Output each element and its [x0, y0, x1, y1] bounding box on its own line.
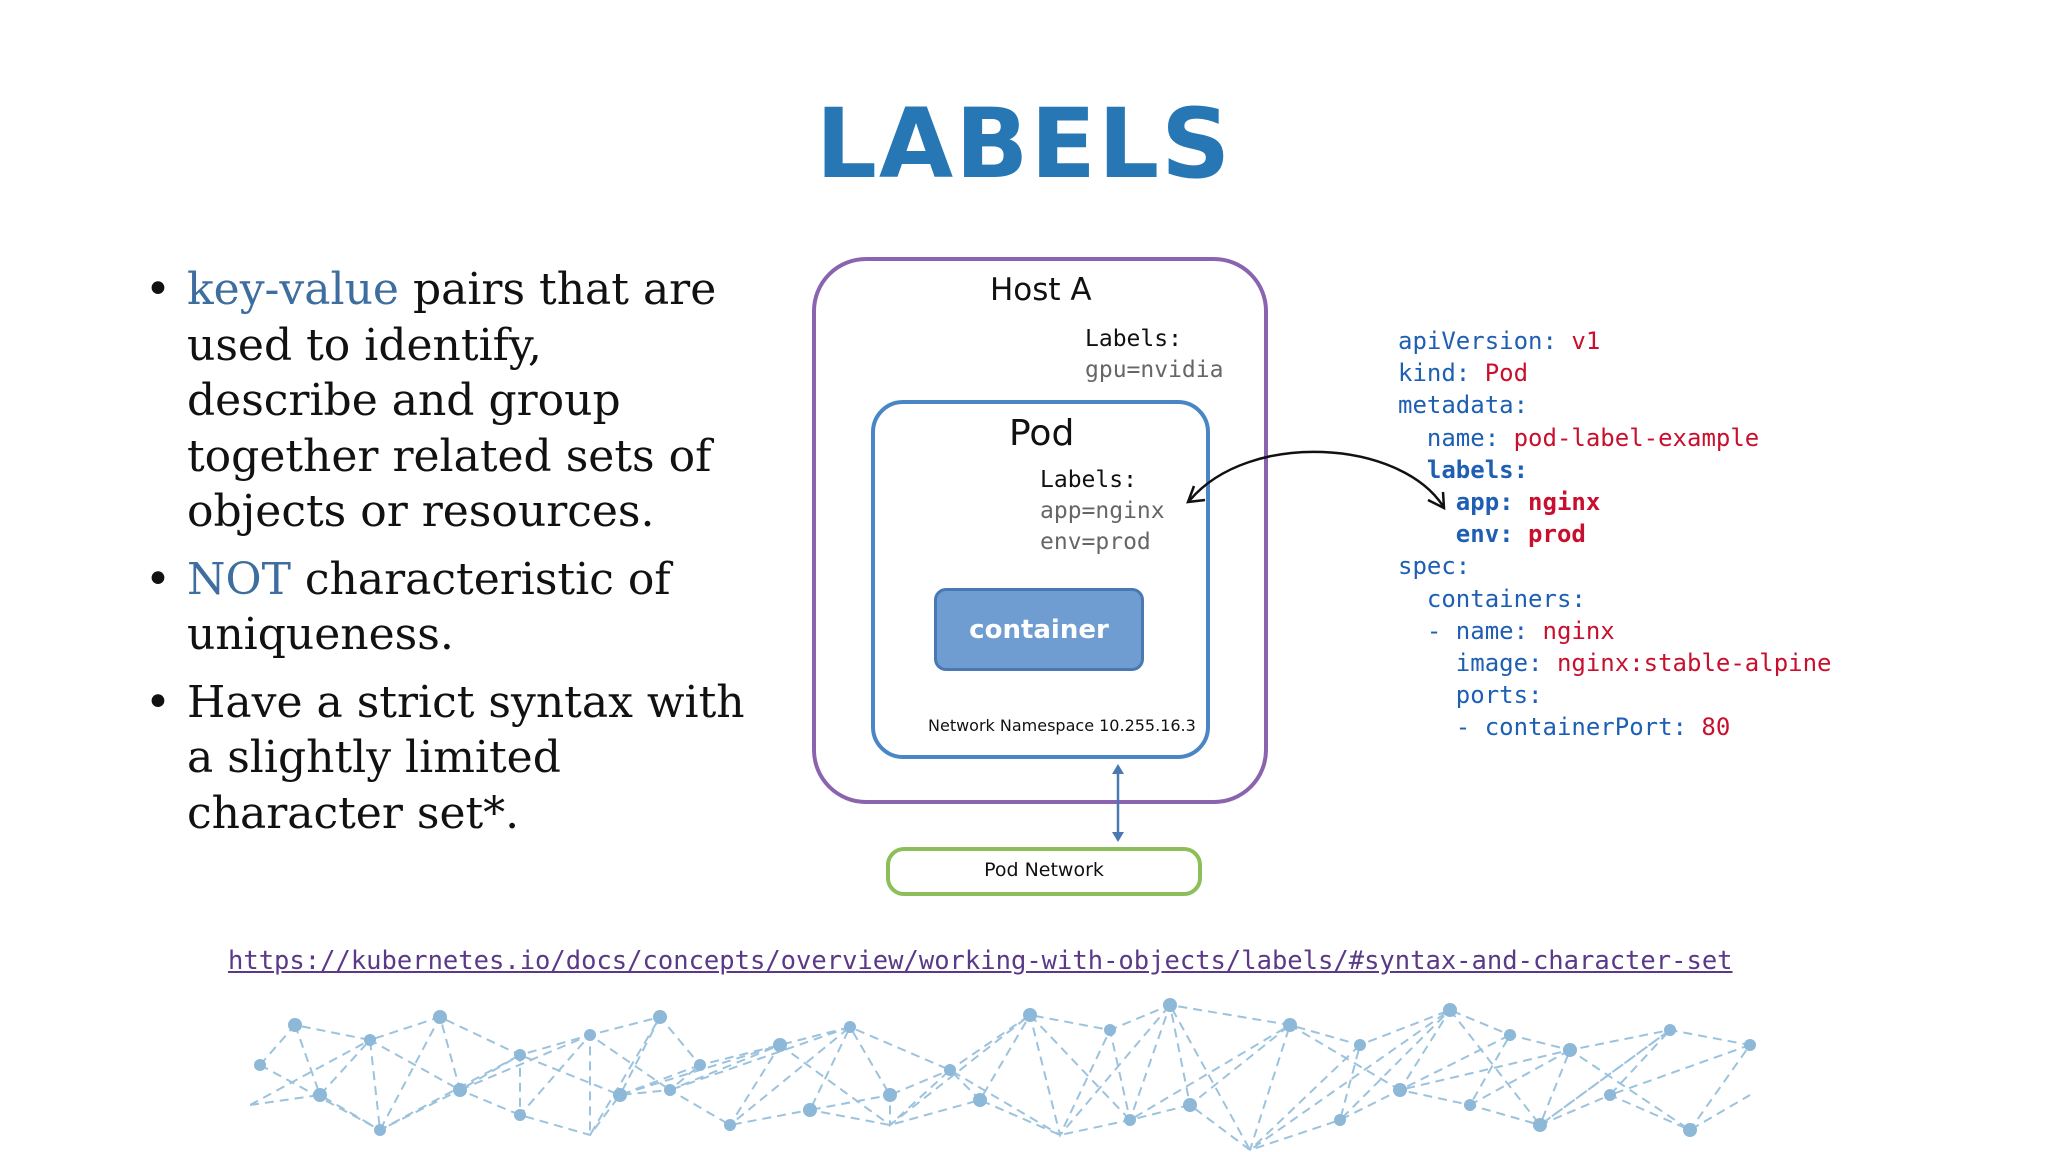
pod-labels-key: Labels:: [1040, 467, 1137, 493]
bullet-text: pairs that are used to identify, describ…: [187, 264, 717, 537]
slide-title: LABELS: [815, 88, 1233, 200]
yaml-key: image:: [1398, 649, 1543, 678]
pod-network-label: Pod Network: [984, 859, 1104, 881]
yaml-key: apiVersion:: [1398, 327, 1557, 355]
bullet-dot: •: [145, 264, 171, 315]
network-link-arrow: [1112, 764, 1124, 842]
yaml-key: - name:: [1398, 616, 1529, 645]
yaml-value: prod: [1513, 520, 1586, 549]
pod-labels-value-app: app=nginx: [1040, 498, 1165, 524]
yaml-value: nginx: [1513, 488, 1601, 517]
bullet-text: Have a strict syntax with a slightly lim…: [187, 676, 745, 839]
bullet-item: • Have a strict syntax with a slightly l…: [145, 675, 745, 842]
host-labels-key: Labels:: [1085, 326, 1182, 352]
container-box: container: [934, 588, 1144, 671]
network-mesh-decoration: [250, 998, 1756, 1152]
bullet-highlight: key-value: [187, 264, 399, 315]
yaml-value: 80: [1686, 713, 1731, 742]
bullet-highlight: NOT: [187, 553, 291, 605]
host-title: Host A: [990, 272, 1092, 308]
pod-network-box: [886, 847, 1202, 896]
yaml-key: - containerPort:: [1398, 713, 1687, 742]
yaml-key: env:: [1398, 520, 1514, 549]
bullet-text: characteristic of uniqueness.: [187, 553, 671, 661]
yaml-value: nginx:stable-alpine: [1542, 649, 1832, 678]
yaml-key: app:: [1398, 488, 1514, 517]
yaml-key: spec:: [1398, 552, 1471, 581]
yaml-key: name:: [1398, 423, 1500, 452]
yaml-key: labels:: [1398, 455, 1529, 484]
yaml-value: pod-label-example: [1499, 423, 1760, 452]
bullet-dot: •: [145, 676, 171, 728]
yaml-key: ports:: [1398, 681, 1543, 710]
yaml-manifest: apiVersion: v1 kind: Pod metadata: name:…: [1398, 325, 1831, 744]
yaml-key: kind:: [1398, 359, 1471, 388]
pod-title: Pod: [1009, 413, 1075, 454]
yaml-key: containers:: [1398, 584, 1586, 613]
yaml-key: metadata:: [1398, 391, 1529, 420]
yaml-value: v1: [1556, 327, 1601, 355]
pod-box: [871, 400, 1210, 759]
host-labels-value: gpu=nvidia: [1085, 357, 1224, 383]
bullet-dot: •: [145, 553, 171, 605]
bullet-item: • key-value pairs that are used to ident…: [145, 262, 745, 540]
syntax-docs-link[interactable]: https://kubernetes.io/docs/concepts/over…: [228, 946, 1733, 976]
network-namespace-label: Network Namespace 10.255.16.3: [928, 716, 1196, 735]
host-box: [812, 257, 1268, 804]
label-link-arrow: [1186, 450, 1446, 511]
yaml-value: nginx: [1528, 616, 1615, 645]
pod-labels: Labels: app=nginx env=prod: [1040, 465, 1165, 558]
bullet-item: • NOT characteristic of uniqueness.: [145, 552, 745, 663]
host-labels: Labels: gpu=nvidia: [1085, 324, 1223, 386]
bullet-list: • key-value pairs that are used to ident…: [145, 262, 745, 853]
yaml-value: Pod: [1470, 359, 1529, 388]
pod-labels-value-env: env=prod: [1040, 529, 1151, 555]
